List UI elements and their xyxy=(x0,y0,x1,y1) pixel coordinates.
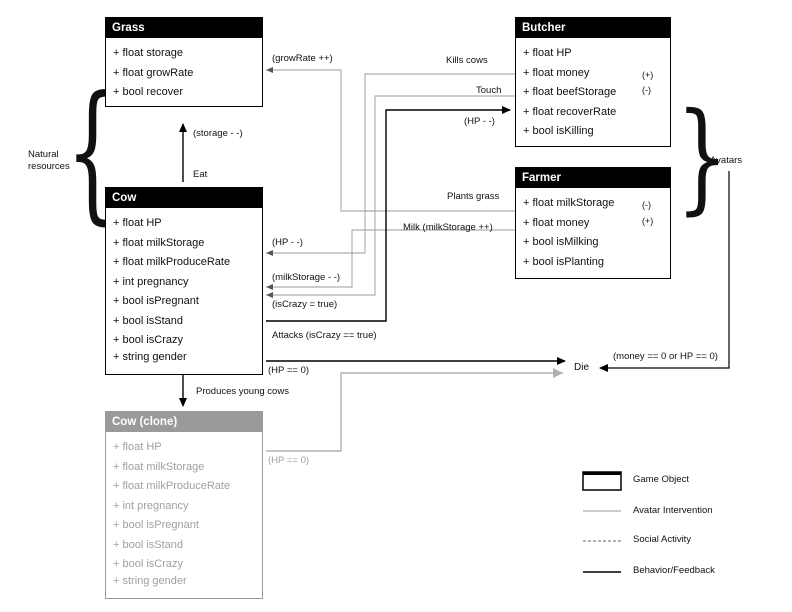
is-crazy-true-label: (isCrazy = true) xyxy=(272,299,338,310)
cow-attr: + float milkStorage xyxy=(113,236,205,249)
cow-attr: + bool isCrazy xyxy=(113,334,184,346)
farmer-minus-label: (-) xyxy=(642,200,651,210)
avatars-label: Avatars xyxy=(710,155,743,166)
cow-attr: + string gender xyxy=(113,351,187,363)
attacks-line xyxy=(266,106,511,322)
touch-label: Touch xyxy=(476,85,502,96)
cow-clone-box[interactable]: Cow (clone) + float HP + float milkStora… xyxy=(105,411,263,599)
butcher-attr: + float HP xyxy=(523,47,572,59)
legend-social-label: Social Activity xyxy=(633,534,692,545)
cow-clone-attr: + bool isPregnant xyxy=(113,519,199,531)
farmer-attr: + float money xyxy=(523,216,590,229)
produces-label: Produces young cows xyxy=(196,386,289,397)
eat-label: Eat xyxy=(193,169,208,180)
cow-clone-attr: + float milkStorage xyxy=(113,460,205,473)
farmer-plus-label: (+) xyxy=(642,216,654,226)
avatars-die-line xyxy=(599,171,730,372)
butcher-attr: + bool isKilling xyxy=(523,125,594,137)
avatars-brace: } xyxy=(676,87,729,227)
butcher-attr: + float beefStorage xyxy=(523,86,617,98)
cow-clone-attr: + string gender xyxy=(113,575,187,587)
cow-box[interactable]: Cow + float HP + float milkStorage + flo… xyxy=(105,187,263,375)
grass-attr: + float storage xyxy=(113,47,184,59)
farmer-attr: + bool isPlanting xyxy=(523,255,605,268)
cow-attr: + bool isPregnant xyxy=(113,295,199,307)
farmer-box[interactable]: Farmer + float milkStorage + float money… xyxy=(515,167,671,279)
butcher-box[interactable]: Butcher + float HP + float money + float… xyxy=(515,17,671,147)
legend-intervention-label: Avatar Intervention xyxy=(633,505,713,516)
cow-hp-minus-label: (HP - -) xyxy=(272,237,303,248)
butcher-hp-minus-label: (HP - -) xyxy=(464,116,495,127)
grow-rate-label: (growRate ++) xyxy=(272,53,333,64)
die-label: Die xyxy=(574,362,590,373)
cow-clone-attr: + int pregnancy xyxy=(113,499,189,512)
cow-title: Cow xyxy=(106,188,262,208)
attacks-label: Attacks (isCrazy == true) xyxy=(272,330,377,341)
grass-attr: + float growRate xyxy=(113,66,194,79)
butcher-minus-label: (-) xyxy=(642,85,651,95)
cow-attr: + bool isStand xyxy=(113,314,184,327)
natural-resources-label: Natural resources xyxy=(28,149,70,172)
clone-die-line xyxy=(266,368,563,452)
cow-clone-title: Cow (clone) xyxy=(106,412,262,432)
kills-cows-line xyxy=(266,73,515,256)
storage-minus-label: (storage - -) xyxy=(193,128,243,139)
legend-game-object-label: Game Object xyxy=(633,474,689,485)
milk-storage-minus-label: (milkStorage - -) xyxy=(272,272,341,283)
touch-line xyxy=(266,95,515,298)
farmer-title: Farmer xyxy=(516,168,670,188)
cow-attr: + float HP xyxy=(113,217,162,229)
cow-hp-zero-label: (HP == 0) xyxy=(268,365,310,376)
butcher-plus-label: (+) xyxy=(642,70,654,80)
grow-rate-line xyxy=(266,67,515,212)
farmer-attr: + float milkStorage xyxy=(523,197,615,209)
butcher-attr: + float recoverRate xyxy=(523,105,617,118)
butcher-attr: + float money xyxy=(523,66,590,79)
cow-attr: + int pregnancy xyxy=(113,275,189,288)
cow-clone-attr: + float milkProduceRate xyxy=(113,480,231,492)
plants-grass-label: Plants grass xyxy=(447,191,500,202)
cow-clone-attr: + bool isStand xyxy=(113,538,184,551)
cow-clone-attr: + float HP xyxy=(113,441,162,453)
grass-box[interactable]: Grass + float storage + float growRate +… xyxy=(105,17,263,107)
farmer-attr: + bool isMilking xyxy=(523,236,599,248)
milk-line xyxy=(266,229,515,290)
milk-label: Milk (milkStorage ++) xyxy=(403,222,493,233)
money-or-hp-label: (money == 0 or HP == 0) xyxy=(613,351,718,362)
grass-attr: + bool recover xyxy=(113,86,184,98)
kills-cows-label: Kills cows xyxy=(446,55,488,66)
grass-title: Grass xyxy=(106,18,262,38)
legend-behavior-label: Behavior/Feedback xyxy=(633,565,715,576)
cow-clone-attr: + bool isCrazy xyxy=(113,558,184,570)
butcher-title: Butcher xyxy=(516,18,670,38)
cow-attr: + float milkProduceRate xyxy=(113,256,231,268)
clone-hp-zero-label: (HP == 0) xyxy=(268,455,310,466)
